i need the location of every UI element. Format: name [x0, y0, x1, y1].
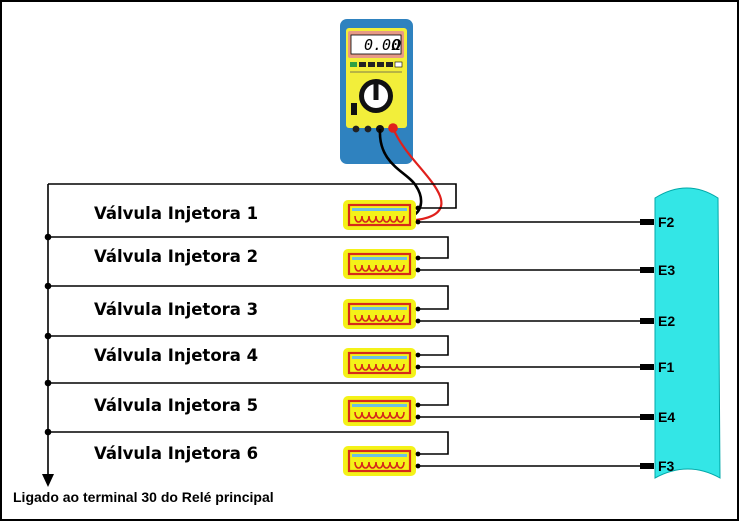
injector-coil-frame: [347, 449, 412, 473]
injector-row: E4 Válvula Injetora 5: [48, 382, 675, 426]
injector-row: E3 Válvula Injetora 2: [48, 236, 675, 279]
supply-wire: [48, 335, 449, 356]
injector-rows: F2 Válvula Injetora 1 E3 Válvula Injetora 2…: [48, 183, 675, 476]
injector-body: [343, 200, 416, 230]
ecu-connector: [654, 187, 721, 479]
multimeter-unit: Ω: [391, 36, 401, 54]
multimeter-button-5[interactable]: [394, 61, 403, 68]
multimeter-button-2[interactable]: [368, 62, 375, 67]
injector-coil-frame: [347, 351, 412, 375]
multimeter-side-slot: [351, 103, 357, 115]
supply-wire: [48, 183, 457, 209]
injector-terminal: [415, 451, 421, 457]
injector-row: F1 Válvula Injetora 4: [48, 335, 675, 378]
injector-label: Válvula Injetora 4: [94, 346, 258, 365]
supply-wire: [48, 382, 449, 406]
multimeter-button-power[interactable]: [350, 62, 357, 67]
injector-terminal: [415, 414, 421, 420]
multimeter-reading: 0.00: [364, 36, 400, 54]
injector-coil-core: [352, 404, 407, 407]
common-line-label: Ligado ao terminal 30 do Relé principal: [13, 489, 274, 505]
multimeter-dial-pointer: [373, 84, 379, 100]
injector-body: [343, 396, 416, 426]
injector-terminal: [415, 255, 421, 261]
injector-label: Válvula Injetora 6: [94, 444, 258, 463]
ecu-pin-label: E4: [658, 409, 675, 425]
pin-terminal: [640, 267, 654, 273]
injector-coil-frame: [347, 302, 412, 326]
pin-terminal: [640, 463, 654, 469]
injector-coil: [354, 314, 405, 322]
probe-lead-red: [391, 127, 443, 222]
multimeter-jack-a: [352, 125, 360, 133]
injector-coil-core: [352, 307, 407, 310]
injector-label: Válvula Injetora 3: [94, 300, 258, 319]
injector-coil-frame: [347, 252, 412, 276]
injector-terminal: [415, 219, 421, 225]
injector-label: Válvula Injetora 2: [94, 247, 258, 266]
ecu-pin-label: F1: [658, 359, 675, 375]
injector-terminal: [415, 267, 421, 273]
pin-terminal: [640, 318, 654, 324]
injector-coil-core: [352, 356, 407, 359]
pin-terminal: [640, 364, 654, 370]
injector-row: F2 Válvula Injetora 1: [48, 183, 675, 230]
ecu-pin-label: F3: [658, 458, 675, 474]
multimeter: 0.00 Ω: [340, 19, 413, 164]
multimeter-button-4[interactable]: [386, 62, 393, 67]
injector-body: [343, 446, 416, 476]
injector-body: [343, 249, 416, 279]
injector-terminal: [415, 318, 421, 324]
injector-coil-frame: [347, 399, 412, 423]
injector-terminal: [415, 402, 421, 408]
injector-coil: [354, 215, 405, 223]
injector-coil-core: [352, 454, 407, 457]
pin-terminal: [640, 414, 654, 420]
injector-terminal: [415, 306, 421, 312]
pin-terminal: [640, 219, 654, 225]
injector-coil-core: [352, 208, 407, 211]
injector-terminal: [415, 364, 421, 370]
injector-coil: [354, 363, 405, 371]
multimeter-jack-ma: [364, 125, 372, 133]
injector-body: [343, 348, 416, 378]
injector-coil: [354, 461, 405, 469]
injector-terminal: [415, 463, 421, 469]
common-bus-arrow: [42, 474, 54, 487]
injector-coil-core: [352, 257, 407, 260]
supply-wire: [48, 285, 449, 310]
injector-coil: [354, 264, 405, 272]
ecu-pin-label: F2: [658, 214, 675, 230]
injector-coil: [354, 411, 405, 419]
ecu-pin-label: E3: [658, 262, 675, 278]
multimeter-button-3[interactable]: [377, 62, 384, 67]
injector-coil-frame: [347, 203, 412, 227]
injector-terminal: [415, 205, 421, 211]
supply-wire: [48, 431, 449, 455]
injector-terminal: [415, 352, 421, 358]
injector-label: Válvula Injetora 1: [94, 204, 258, 223]
injector-label: Válvula Injetora 5: [94, 396, 258, 415]
ecu-pin-label: E2: [658, 313, 675, 329]
supply-wire: [48, 236, 449, 259]
injector-row: E2 Válvula Injetora 3: [48, 285, 675, 329]
injector-body: [343, 299, 416, 329]
multimeter-button-1[interactable]: [359, 62, 366, 67]
multimeter-display: [350, 34, 402, 55]
injector-row: F3 Válvula Injetora 6: [48, 431, 675, 476]
